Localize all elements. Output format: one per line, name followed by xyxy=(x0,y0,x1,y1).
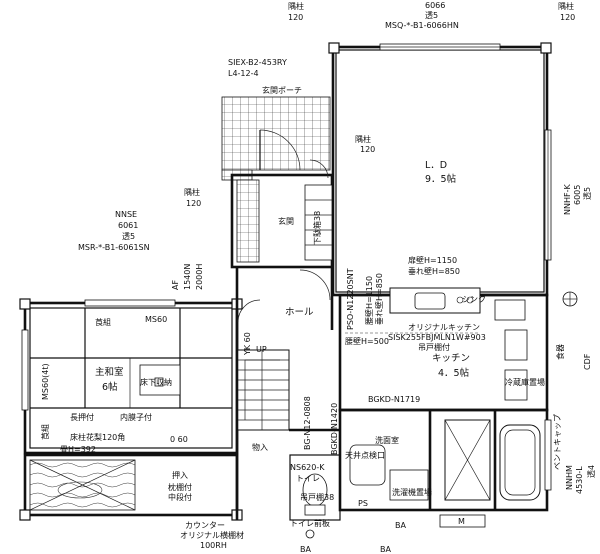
oshiire-shelf: 枕棚付 xyxy=(168,482,192,492)
bottom-code2: 4530-L xyxy=(575,466,584,494)
counter-w: 100RH xyxy=(200,541,227,550)
toilet-label: トイレ xyxy=(296,474,320,483)
shelf-h: 扉壁H=1150 xyxy=(408,255,457,265)
kitchen-size: 4．5帖 xyxy=(438,367,470,379)
washitsu-window: MS60(4t) xyxy=(41,363,50,400)
storage-label: 物入 xyxy=(252,442,268,452)
vent-label: ベントキャップ xyxy=(553,414,562,470)
entry-door xyxy=(259,129,329,179)
cdf-label: CDF xyxy=(583,353,592,370)
left-window-code2: 6061 xyxy=(118,221,138,230)
kitchen-label: キッチン xyxy=(432,353,470,364)
pillar-tl-label: 隅柱 xyxy=(288,1,304,11)
msr-code: MSR-*-B1-6061SN xyxy=(78,243,150,252)
kitchen-walls xyxy=(338,287,549,412)
left-pillar: 隅柱 xyxy=(184,187,200,197)
ba1: BA xyxy=(300,545,311,554)
af-code2: 2000H xyxy=(195,264,204,290)
kitchen-shelf: 吊戸棚付 xyxy=(418,342,450,352)
pso-code: PSO-N1220SNT xyxy=(346,268,355,330)
oshiire-storage xyxy=(19,453,243,521)
porch-label: 玄関ポーチ xyxy=(262,85,302,95)
oshiire-mid: 中段付 xyxy=(168,492,192,502)
washitsu-label: 主和室 xyxy=(95,366,124,378)
ba3: BA xyxy=(395,521,406,530)
up-label: UP xyxy=(256,345,267,354)
washitsu-top: 莨組 xyxy=(95,317,111,327)
floor-closet: 床下収納 xyxy=(140,377,172,387)
washitsu-walls xyxy=(19,298,243,455)
porch-pillar: 隅柱 xyxy=(355,134,371,144)
uchinori: 内膜子付 xyxy=(120,412,152,422)
af-code1: 1540N xyxy=(183,264,192,290)
bottom-tint: 透4 xyxy=(587,465,596,478)
washitsu-ms60: MS60 xyxy=(145,315,167,324)
top-code: 6066 xyxy=(425,1,445,10)
ld-right-code1: NNHF-K xyxy=(563,184,572,215)
bgkd-code: BGKD-N1719 xyxy=(368,395,420,404)
pillar-tl-size: 120 xyxy=(288,13,303,22)
bath-area xyxy=(338,408,549,512)
left-pillar-size: 120 xyxy=(186,199,201,208)
left-window-tint: 透5 xyxy=(122,232,135,241)
o60: 0 60 xyxy=(170,435,188,444)
siex-code: SIEX-B2-453RY xyxy=(228,58,287,67)
senmen-label: 洗面室 xyxy=(375,435,399,445)
tenjo-label: 天井点検口 xyxy=(345,450,385,460)
washitsu-size: 6帖 xyxy=(102,381,118,393)
kitchen-unit-code: SISK255FBJMLN1W#903 xyxy=(388,333,486,342)
shoes-storage: 下駄箱38 xyxy=(312,211,322,245)
yk-label: YK 60 xyxy=(243,332,252,356)
msq-code: MSQ-*-B1-6066HN xyxy=(385,21,459,30)
genkan-label: 玄関 xyxy=(278,216,294,226)
entrance-walls xyxy=(230,173,334,269)
kitchen-sink: シンク xyxy=(462,295,486,304)
ld-right-code2: 6005 xyxy=(573,185,582,205)
ld-label: L．D xyxy=(425,160,447,171)
floor-frame: 床柱花梨120角 xyxy=(70,432,125,442)
m-label: M xyxy=(458,517,465,526)
bottom-code1: NNHM xyxy=(565,465,574,490)
bgkd2-code: BGKD-N1420 xyxy=(330,403,339,455)
oshiire-label: 押入 xyxy=(172,470,188,480)
pillar-tr-label: 隅柱 xyxy=(558,1,574,11)
washitsu-left-label: 莨組 xyxy=(40,424,50,440)
tsu-label: 吊戸棚38 xyxy=(300,492,334,502)
porch-pillar-size: 120 xyxy=(360,145,375,154)
ld-size: 9．5帖 xyxy=(425,173,457,185)
shelf-w: 垂れ壁H=850 xyxy=(408,266,460,276)
af-label: AF xyxy=(171,280,180,290)
siex-sub: L4-12-4 xyxy=(228,69,259,78)
ps-label: PS xyxy=(358,499,368,508)
left-window-code1: NNSE xyxy=(115,210,137,219)
washer-label: 洗濯機置場 xyxy=(392,487,432,497)
toilet xyxy=(289,454,341,521)
ns-code: NS620-K xyxy=(290,463,325,472)
ba2: BA xyxy=(380,545,391,554)
pillar-tr-size: 120 xyxy=(560,13,575,22)
nagaoshi: 長押付 xyxy=(70,412,94,422)
stairs xyxy=(236,349,290,431)
kitchen-unit: オリジナルキッチン xyxy=(408,323,480,332)
floor-h: 畳H=392 xyxy=(60,445,96,454)
bg-code: BG-N12-0808 xyxy=(303,396,312,450)
toile-front: トイレ前板 xyxy=(290,518,330,528)
top-tint: 透5 xyxy=(425,11,438,20)
hall-label: ホール xyxy=(285,307,314,318)
kitchen-ctr-h: 腰壁H=1150 xyxy=(364,276,374,325)
ld-right-tint: 透5 xyxy=(583,187,592,200)
kitchen-shelf-right: 食器 xyxy=(555,344,565,360)
counter-sub: オリジナル横棚材 xyxy=(180,530,244,540)
ld-top-window xyxy=(379,43,501,51)
fridge-label: 冷蔵庫置場 xyxy=(505,377,545,387)
kitchen-ctr-w: 垂れ壁H=850 xyxy=(374,273,384,325)
kitchen-counter-h: 腰壁H=500 xyxy=(345,336,389,346)
counter-label: カウンター xyxy=(185,521,225,530)
